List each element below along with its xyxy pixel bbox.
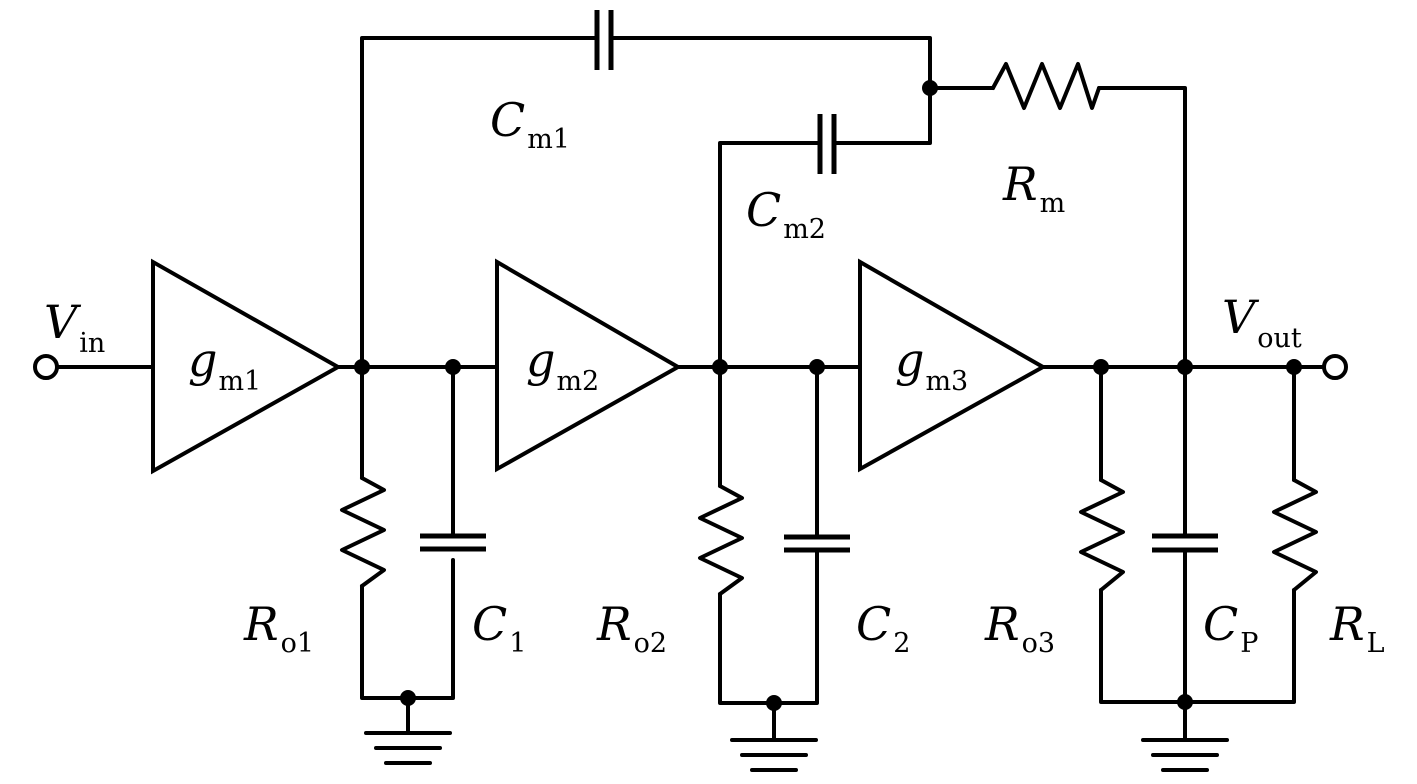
ground-3 [1141, 738, 1229, 772]
junction-dot [922, 80, 938, 96]
capacitor-cm2 [817, 114, 837, 174]
label-cm1: Cm1 [490, 93, 570, 155]
grounds [364, 731, 1229, 772]
label-cp: CP [1203, 597, 1258, 659]
resistors [340, 62, 1318, 596]
wire-cm1-left [360, 36, 599, 369]
label-c1: C1 [472, 597, 526, 659]
wire-ro3 [1099, 365, 1187, 704]
junction-dot [1093, 359, 1109, 375]
input-terminal [33, 354, 59, 380]
label-ro1: Ro1 [243, 597, 314, 659]
label-c2: C2 [856, 597, 910, 659]
capacitor-cm1 [594, 10, 614, 70]
junctions [354, 80, 1302, 711]
label-gm3: gm3 [895, 333, 968, 397]
junction-dot [445, 359, 461, 375]
wire-rl [1183, 365, 1296, 704]
label-ro3: Ro3 [984, 597, 1055, 659]
amplifier-gm1 [151, 258, 343, 475]
junction-dot [1177, 359, 1193, 375]
capacitor-cp [1152, 533, 1218, 553]
wire-rm-right [1097, 86, 1187, 369]
capacitor-c1 [420, 533, 486, 552]
wire-cm2-left [718, 141, 822, 369]
resistor-ro3 [1079, 478, 1125, 592]
label-gm2: gm2 [526, 333, 599, 397]
junction-dot [809, 359, 825, 375]
label-ro2: Ro2 [596, 597, 667, 659]
label-vin: Vin [44, 295, 105, 359]
label-rm: Rm [1002, 157, 1065, 219]
junction-dot [766, 695, 782, 711]
capacitor-c2 [784, 534, 850, 553]
wire-cm1-right [609, 36, 932, 90]
capacitors [420, 10, 1218, 553]
resistor-ro1 [340, 476, 386, 588]
labels: Vin Vout gm1 gm2 gm3 Cm1 Cm2 Rm Ro1 C1 [44, 93, 1385, 659]
resistor-rm [991, 62, 1101, 110]
amplifiers [151, 258, 1048, 475]
ground-1 [364, 731, 452, 765]
output-terminal [1322, 354, 1348, 380]
label-cm2: Cm2 [746, 183, 826, 245]
amplifier-gm3 [858, 258, 1048, 473]
junction-dot [712, 359, 728, 375]
label-rl: RL [1329, 597, 1385, 659]
label-gm1: gm1 [188, 333, 261, 397]
resistor-rl [1272, 478, 1318, 592]
junction-dot [1286, 359, 1302, 375]
junction-dot [1177, 694, 1193, 710]
label-vout: Vout [1222, 290, 1302, 354]
wires [56, 36, 1324, 742]
junction-dot [354, 359, 370, 375]
resistor-ro2 [698, 484, 744, 596]
wire-cm2-right [832, 86, 932, 145]
ground-2 [730, 738, 818, 772]
junction-dot [400, 690, 416, 706]
amplifier-gm2 [495, 258, 683, 473]
